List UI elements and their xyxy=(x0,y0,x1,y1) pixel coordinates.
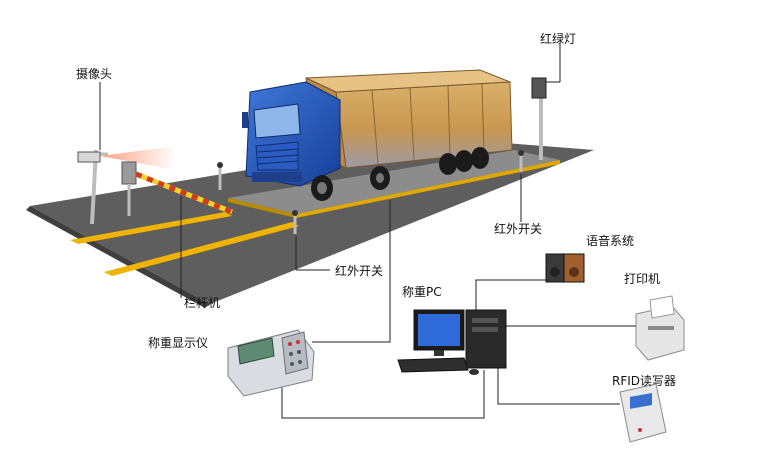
pc-drive xyxy=(472,318,498,323)
keypad-key xyxy=(289,352,293,356)
ir-switch-right-label: 红外开关 xyxy=(494,222,542,236)
truck-wheel-hub xyxy=(376,173,384,183)
rfid-reader-led xyxy=(638,428,642,432)
truck-bumper xyxy=(252,172,302,182)
weight-display-label: 称重显示仪 xyxy=(148,336,208,350)
truck-wheel-hub xyxy=(317,182,327,194)
keypad-key xyxy=(290,362,294,366)
voice-system-label: 语音系统 xyxy=(586,234,634,248)
barrier-box xyxy=(122,162,136,184)
ir-sensor xyxy=(518,150,524,156)
pc-drive xyxy=(472,327,498,332)
printer-label: 打印机 xyxy=(624,272,660,286)
keypad-key xyxy=(297,350,301,354)
ir-switch-left-label: 红外开关 xyxy=(335,264,383,278)
keypad-key xyxy=(298,360,302,364)
ir-sensor xyxy=(292,210,298,216)
keypad-key xyxy=(288,342,292,346)
camera-label: 摄像头 xyxy=(76,67,112,81)
ir-sensor xyxy=(217,162,223,168)
speaker-cone xyxy=(550,267,560,277)
truck-wheel xyxy=(455,150,473,172)
rfid-reader-device xyxy=(620,384,666,442)
speaker-cone xyxy=(569,267,579,277)
truck-windshield xyxy=(254,104,300,138)
traffic-light-label: 红绿灯 xyxy=(540,32,576,46)
truck-grille xyxy=(256,142,298,170)
weighing-pc-label: 称重PC xyxy=(402,285,442,299)
camera-view-cone xyxy=(100,146,176,170)
pc-screen xyxy=(418,314,460,346)
barrier-label: 栏杆机 xyxy=(184,296,220,310)
keypad-key xyxy=(296,340,300,344)
pc-mouse xyxy=(469,369,479,375)
camera-body xyxy=(78,152,100,162)
printer-paper xyxy=(650,296,674,318)
traffic-light-body xyxy=(532,78,546,98)
printer-slot xyxy=(648,326,674,330)
truck-mirror xyxy=(242,112,248,128)
rfid-reader-label: RFID读写器 xyxy=(612,374,676,388)
pc-keyboard xyxy=(398,358,468,372)
truck-wheel xyxy=(439,153,457,175)
truck-wheel xyxy=(471,147,489,169)
weight-display-keypad xyxy=(282,332,308,374)
pc-monitor-stand xyxy=(434,350,444,356)
